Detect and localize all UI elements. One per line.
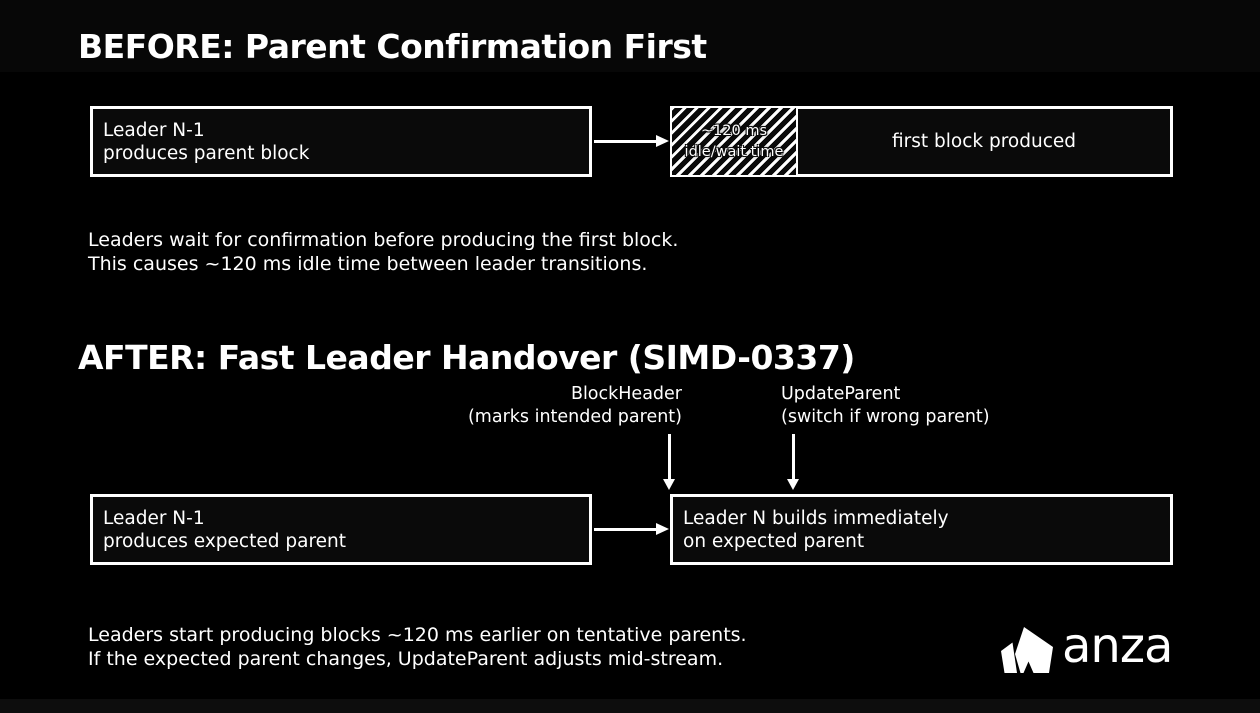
after-leader-n-box: Leader N builds immediately on expected … xyxy=(670,494,1173,565)
bottom-band xyxy=(0,699,1260,713)
before-right-arrow-icon xyxy=(594,135,669,148)
after-leader-n1-line2: produces expected parent xyxy=(103,530,347,552)
before-caption: Leaders wait for confirmation before pro… xyxy=(88,228,678,276)
updateparent-annotation: UpdateParent (switch if wrong parent) xyxy=(781,383,990,428)
blockheader-annotation: BlockHeader (marks intended parent) xyxy=(468,383,682,428)
after-right-arrow-icon xyxy=(594,523,669,536)
before-caption-line2: This causes ~120 ms idle time between le… xyxy=(88,253,648,275)
before-caption-line1: Leaders wait for confirmation before pro… xyxy=(88,229,679,251)
anza-wordmark: anza xyxy=(1062,618,1173,674)
before-timeline-box: ~120 ms idle/wait time first block produ… xyxy=(670,106,1173,177)
top-band xyxy=(0,0,1260,72)
first-block-produced-label: first block produced xyxy=(891,131,1077,152)
anza-mark-icon xyxy=(1001,627,1053,673)
after-leader-n1-box: Leader N-1 produces expected parent xyxy=(90,494,592,565)
updateparent-annotation-line2: (switch if wrong parent) xyxy=(781,406,990,427)
blockheader-annotation-line2: (marks intended parent) xyxy=(467,406,682,427)
after-leader-n-line1: Leader N builds immediately xyxy=(683,507,949,529)
after-caption-line1: Leaders start producing blocks ~120 ms e… xyxy=(88,624,747,646)
before-leader-n1-box: Leader N-1 produces parent block xyxy=(90,106,592,177)
after-caption-line2: If the expected parent changes, UpdatePa… xyxy=(88,648,724,670)
anza-logo: anza xyxy=(1000,618,1180,680)
after-caption: Leaders start producing blocks ~120 ms e… xyxy=(88,623,747,671)
idle-hatch-segment: ~120 ms idle/wait time xyxy=(670,106,798,177)
updateparent-annotation-line1: UpdateParent xyxy=(781,384,901,404)
after-leader-n1-line1: Leader N-1 xyxy=(103,507,205,529)
idle-segment-line1: ~120 ms xyxy=(700,122,768,139)
before-section-title: BEFORE: Parent Confirmation First xyxy=(78,27,707,66)
updateparent-down-arrow-icon xyxy=(787,434,800,490)
blockheader-down-arrow-icon xyxy=(663,434,676,490)
after-section-title: AFTER: Fast Leader Handover (SIMD-0337) xyxy=(78,338,855,377)
before-leader-n1-line2: produces parent block xyxy=(103,142,310,164)
idle-segment-line2: idle/wait time xyxy=(684,143,784,160)
after-leader-n-line2: on expected parent xyxy=(683,530,865,552)
blockheader-annotation-line1: BlockHeader xyxy=(570,384,682,404)
before-leader-n1-line1: Leader N-1 xyxy=(103,119,205,141)
